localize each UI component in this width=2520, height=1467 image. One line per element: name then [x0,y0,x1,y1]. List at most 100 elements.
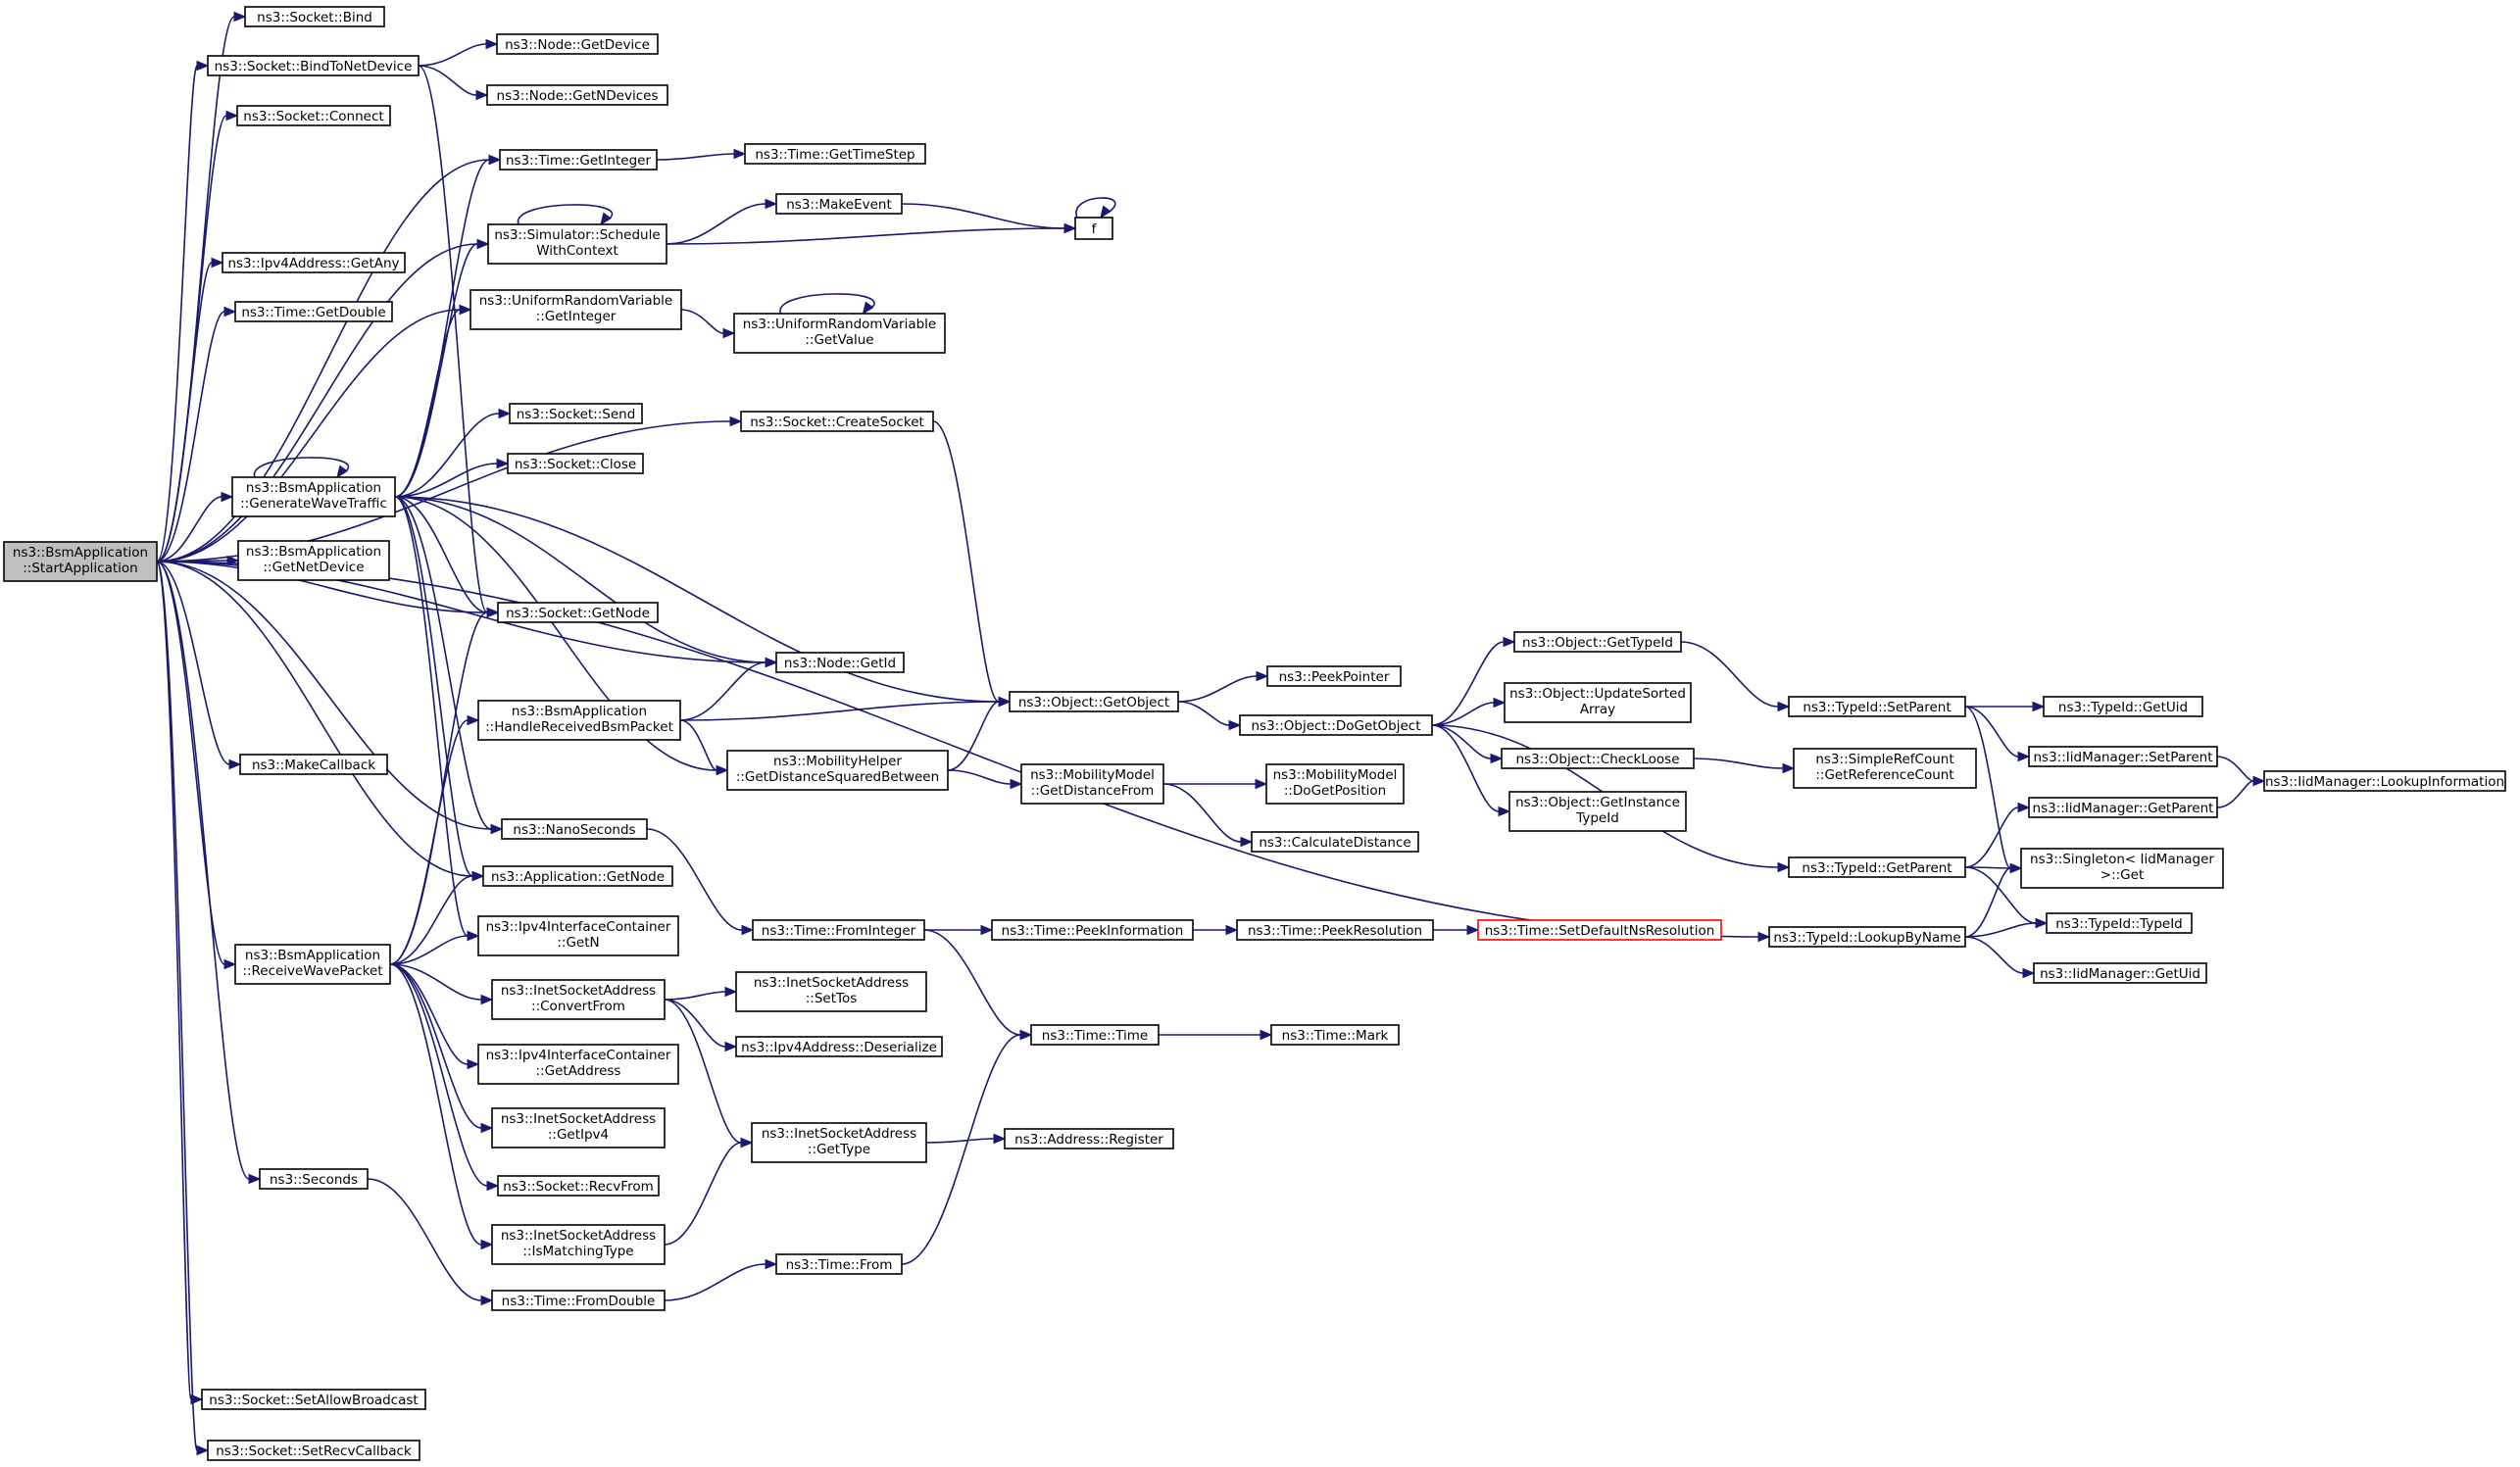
node-box [231,476,396,517]
node-bsm-handlerecv[interactable]: ns3::BsmApplication::HandleReceivedBsmPa… [477,700,681,741]
node-box [733,313,946,354]
node-makeevent[interactable]: ns3::MakeEvent [775,193,903,215]
node-obj-checkloose[interactable]: ns3::Object::CheckLoose [1501,748,1695,769]
node-bsm-genwave[interactable]: ns3::BsmApplication::GenerateWaveTraffic [231,476,396,517]
node-typeid-setparent[interactable]: ns3::TypeId::SetParent [1788,696,1966,717]
node-sock-setrecvcb[interactable]: ns3::Socket::SetRecvCallback [207,1440,420,1461]
node-sock-setallowbc[interactable]: ns3::Socket::SetAllowBroadcast [201,1389,426,1410]
node-time-time[interactable]: ns3::Time::Time [1030,1024,1160,1046]
node-ipv4ic-getaddress[interactable]: ns3::Ipv4InterfaceContainer::GetAddress [477,1044,679,1085]
node-nanoseconds[interactable]: ns3::NanoSeconds [501,818,648,840]
edge-line [389,963,488,1187]
node-isa-gettype[interactable]: ns3::InetSocketAddress::GetType [751,1122,927,1163]
node-sock-bindnd[interactable]: ns3::Socket::BindToNetDevice [207,55,420,76]
edge-line [156,561,230,765]
node-iid-getparent[interactable]: ns3::IidManager::GetParent [2028,797,2218,818]
node-label: ns3::Object::CheckLoose [1515,752,1679,767]
node-box [222,252,406,273]
node-node-getdevice[interactable]: ns3::Node::GetDevice [496,33,659,55]
edge-root-to-ipv4_getany [156,257,224,562]
node-mob-getdistsq[interactable]: ns3::MobilityHelper::GetDistanceSquaredB… [726,750,949,791]
node-time-gettimestep[interactable]: ns3::Time::GetTimeStep [744,143,926,165]
node-calcdistance[interactable]: ns3::CalculateDistance [1251,831,1419,853]
edge-line [679,701,1000,721]
node-time-mark[interactable]: ns3::Time::Mark [1270,1024,1400,1046]
node-label: ns3::Object::DoGetObject [1251,718,1420,734]
node-ipv4-deserialize[interactable]: ns3::Ipv4Address::Deserialize [735,1036,943,1057]
node-time-from[interactable]: ns3::Time::From [775,1253,903,1275]
node-ipv4ic-getn[interactable]: ns3::Ipv4InterfaceContainer::GetN [477,915,679,956]
node-typeid-lookupbyname[interactable]: ns3::TypeId::LookupByName [1768,926,1966,948]
node-root[interactable]: ns3::BsmApplication::StartApplication [3,541,158,582]
edge-bsm_genwave-to-app_getnode [394,496,485,882]
node-sock-bind[interactable]: ns3::Socket::Bind [244,6,385,27]
node-box [499,149,658,171]
node-node-getndevices[interactable]: ns3::Node::GetNDevices [486,84,668,106]
node-bsm-recvwave[interactable]: ns3::BsmApplication::ReceiveWavePacket [234,944,391,985]
edge-arrowhead [467,1058,480,1070]
node-iid-setparent[interactable]: ns3::IidManager::SetParent [2028,746,2218,767]
edge-root-to-nanoseconds [156,561,504,835]
node-isa-ismatching[interactable]: ns3::InetSocketAddress::IsMatchingType [491,1224,666,1265]
node-sock-close[interactable]: ns3::Socket::Close [507,453,644,474]
node-sock-getnode[interactable]: ns3::Socket::GetNode [497,602,659,623]
node-sock-recvfrom[interactable]: ns3::Socket::RecvFrom [497,1175,660,1197]
edge-arrowhead [228,758,242,770]
edge-line [156,311,225,562]
node-sock-send[interactable]: ns3::Socket::Send [509,403,643,424]
node-iid-lookupinfo[interactable]: ns3::IidManager::LookupInformation [2263,770,2506,792]
node-mm-dogetpos[interactable]: ns3::MobilityModel::DoGetPosition [1265,763,1405,805]
edge-line [666,227,1065,245]
edge-arrowhead [2035,917,2049,929]
node-obj-gettypeid[interactable]: ns3::Object::GetTypeId [1513,631,1682,653]
node-sock-createsocket[interactable]: ns3::Socket::CreateSocket [740,411,934,432]
node-addr-register[interactable]: ns3::Address::Register [1004,1128,1174,1149]
node-mm-getdistfrom[interactable]: ns3::MobilityModel::GetDistanceFrom [1020,763,1164,805]
node-time-frominteger[interactable]: ns3::Time::FromInteger [752,919,925,941]
node-isa-getipv4[interactable]: ns3::InetSocketAddress::GetIpv4 [491,1107,666,1149]
node-src-getrefcount[interactable]: ns3::SimpleRefCount::GetReferenceCount [1793,748,1977,789]
node-time-peekinfo[interactable]: ns3::Time::PeekInformation [991,919,1194,941]
node-node-getid[interactable]: ns3::Node::GetId [775,652,905,673]
node-urv-getvalue[interactable]: ns3::UniformRandomVariable::GetValue [733,313,946,354]
edge-arrowhead [765,657,778,668]
node-box [487,223,667,265]
node-typeid-getparent[interactable]: ns3::TypeId::GetParent [1788,856,1966,878]
node-time-getdouble[interactable]: ns3::Time::GetDouble [234,301,393,322]
edge-line [389,963,482,1001]
node-obj-getobject[interactable]: ns3::Object::GetObject [1009,691,1179,712]
node-label: ns3::SimpleRefCount [1815,752,1953,767]
node-iid-getuid[interactable]: ns3::IidManager::GetUid [2033,962,2207,984]
node-box [469,289,682,330]
node-obj-dogetobject[interactable]: ns3::Object::DoGetObject [1239,714,1433,736]
node-time-fromdouble[interactable]: ns3::Time::FromDouble [491,1290,666,1311]
edge-typeid_lookupbyname-to-typeid_typeid [1964,917,2049,938]
node-urv-getinteger[interactable]: ns3::UniformRandomVariable::GetInteger [469,289,682,330]
node-isa-settos[interactable]: ns3::InetSocketAddress::SetTos [735,971,927,1012]
node-f[interactable]: f [1074,217,1113,240]
node-makecallback[interactable]: ns3::MakeCallback [239,754,388,775]
node-time-peekres[interactable]: ns3::Time::PeekResolution [1236,919,1434,941]
node-time-getinteger[interactable]: ns3::Time::GetInteger [499,149,658,171]
node-ipv4-getany[interactable]: ns3::Ipv4Address::GetAny [222,252,406,273]
edge-root-to-seconds [156,561,262,1185]
edge-arrowhead [1493,697,1507,709]
node-typeid-typeid[interactable]: ns3::TypeId::TypeId [2046,912,2193,934]
node-label: ns3::TypeId::TypeId [2055,916,2183,932]
edge-line [156,65,198,562]
edge-makeevent-to-f [901,203,1077,234]
edge-bsm_genwave-to-urv_getinteger [394,304,472,498]
node-time-setdefault[interactable]: ns3::Time::SetDefaultNsResolution [1477,919,1722,941]
node-seconds[interactable]: ns3::Seconds [259,1168,369,1190]
node-app-getnode[interactable]: ns3::Application::GetNode [482,865,673,887]
node-bsm-getnetdevice[interactable]: ns3::BsmApplication::GetNetDevice [237,540,390,581]
node-label: ns3::UniformRandomVariable [743,317,937,332]
node-peekpointer[interactable]: ns3::PeekPointer [1266,665,1402,687]
node-isa-convertfrom[interactable]: ns3::InetSocketAddress::ConvertFrom [491,979,666,1020]
node-singleton-get[interactable]: ns3::Singleton< IidManager >::Get [2020,848,2224,889]
node-sock-connect[interactable]: ns3::Socket::Connect [236,105,391,126]
node-typeid-getuid[interactable]: ns3::TypeId::GetUid [2043,696,2203,717]
